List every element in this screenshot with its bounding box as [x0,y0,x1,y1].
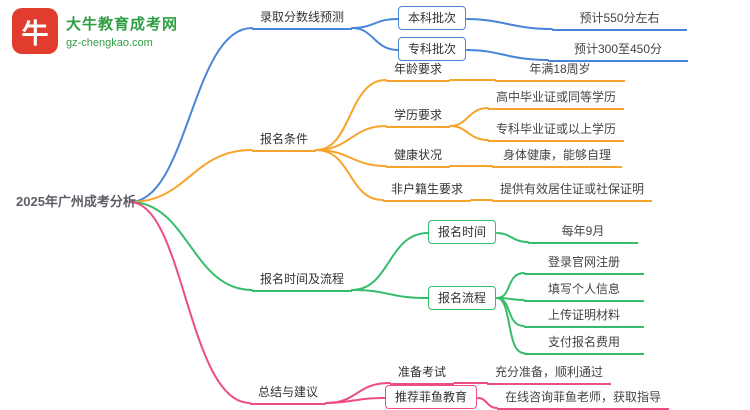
value-undergraduate-score: 预计550分左右 [552,9,687,31]
node-undergraduate-batch: 本科批次 [398,6,467,30]
branch-summary-links [129,201,498,409]
node-health-status: 健康状况 [386,146,451,168]
node-recommend-feiyu: 推荐菲鱼教育 [385,385,478,409]
node-registration-time: 报名时间 [428,220,497,244]
branch-time-process: 报名时间及流程 [252,270,353,292]
value-education-college: 专科毕业证或以上学历 [488,120,625,142]
node-exam-preparation: 准备考试 [390,363,455,385]
value-college-score: 预计300至450分 [548,40,688,62]
node-education-requirement: 学历要求 [386,106,451,128]
value-non-resident-requirement: 提供有效居住证或社保证明 [492,180,653,202]
value-process-step-3: 上传证明材料 [524,306,644,328]
branch-score-prediction: 录取分数线预测 [252,8,353,30]
node-non-resident-requirement: 非户籍生要求 [383,180,472,202]
site-logo-text: 大牛教育成考网 gz-chengkao.com [66,13,178,49]
node-registration-process: 报名流程 [428,286,497,310]
root-node: 2025年广州成考分析 [16,194,136,209]
branch-summary: 总结与建议 [250,383,327,405]
value-process-step-2: 填写个人信息 [524,280,644,302]
site-url: gz-chengkao.com [66,37,153,49]
value-health-status: 身体健康，能够自理 [492,146,622,168]
value-recommend-feiyu: 在线咨询菲鱼老师，获取指导 [497,388,670,410]
value-education-highschool: 高中毕业证或同等学历 [488,88,625,110]
value-exam-preparation: 充分准备，顺利通过 [487,363,612,385]
branch-enrollment-conditions: 报名条件 [252,130,317,152]
value-process-step-4: 支付报名费用 [524,333,644,355]
branch-score-links [129,18,553,203]
site-logo[interactable]: 牛 大牛教育成考网 gz-chengkao.com [12,8,178,54]
node-age-requirement: 年龄要求 [386,60,451,82]
value-process-step-1: 登录官网注册 [524,253,644,275]
value-registration-time: 每年9月 [528,222,638,244]
branch-process-links [129,201,529,354]
node-college-batch: 专科批次 [398,37,467,61]
value-age-requirement: 年满18周岁 [495,60,625,82]
branch-conditions-links [129,79,496,203]
bull-logo-icon: 牛 [12,8,58,54]
site-name: 大牛教育成考网 [66,16,179,33]
